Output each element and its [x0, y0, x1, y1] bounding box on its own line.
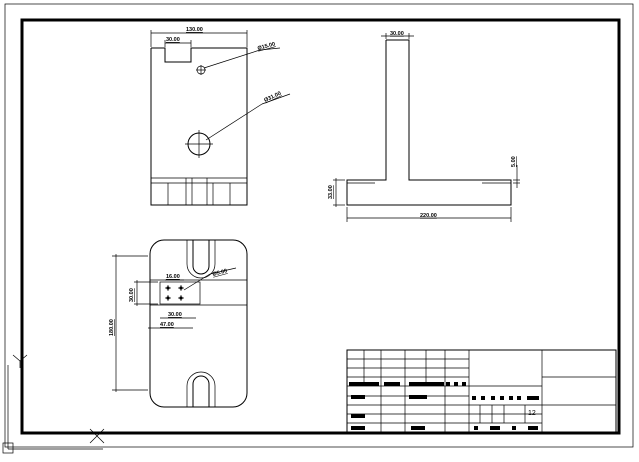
title-block-scale-label: 12: [528, 410, 536, 417]
top-offset-dim-label: 47.00: [160, 322, 174, 328]
top-hole-dim-label: Ø5.00: [212, 268, 228, 278]
ucs-icon: [2, 354, 105, 454]
top-spacing-dim-label: 16.00: [166, 274, 180, 280]
front-small-hole-dim-label: Ø15.00: [257, 41, 276, 51]
front-view: [150, 30, 291, 206]
side-length-dim-label: 220.00: [420, 213, 437, 219]
side-height-dim-label: 33.00: [328, 185, 334, 199]
side-view: [333, 33, 520, 222]
title-block: [346, 349, 617, 433]
side-step-dim-label: 5.00: [511, 156, 517, 167]
top-view: [112, 239, 248, 408]
side-top-dim-label: 30.00: [390, 31, 404, 37]
sheet-outer-border: [4, 3, 634, 448]
front-width-dim-label: 130.00: [186, 27, 203, 33]
top-pattern-dim-label: 30.00: [168, 312, 182, 318]
front-large-hole-dim-label: Ø31.00: [263, 91, 282, 104]
front-slot-dim-label: 30.00: [166, 37, 180, 43]
top-inner-dim-label: 30.00: [129, 288, 135, 302]
top-height-dim-label: 180.00: [109, 319, 115, 336]
drawing-frame: [20, 18, 621, 435]
title-block-redacted-text: [349, 382, 539, 430]
